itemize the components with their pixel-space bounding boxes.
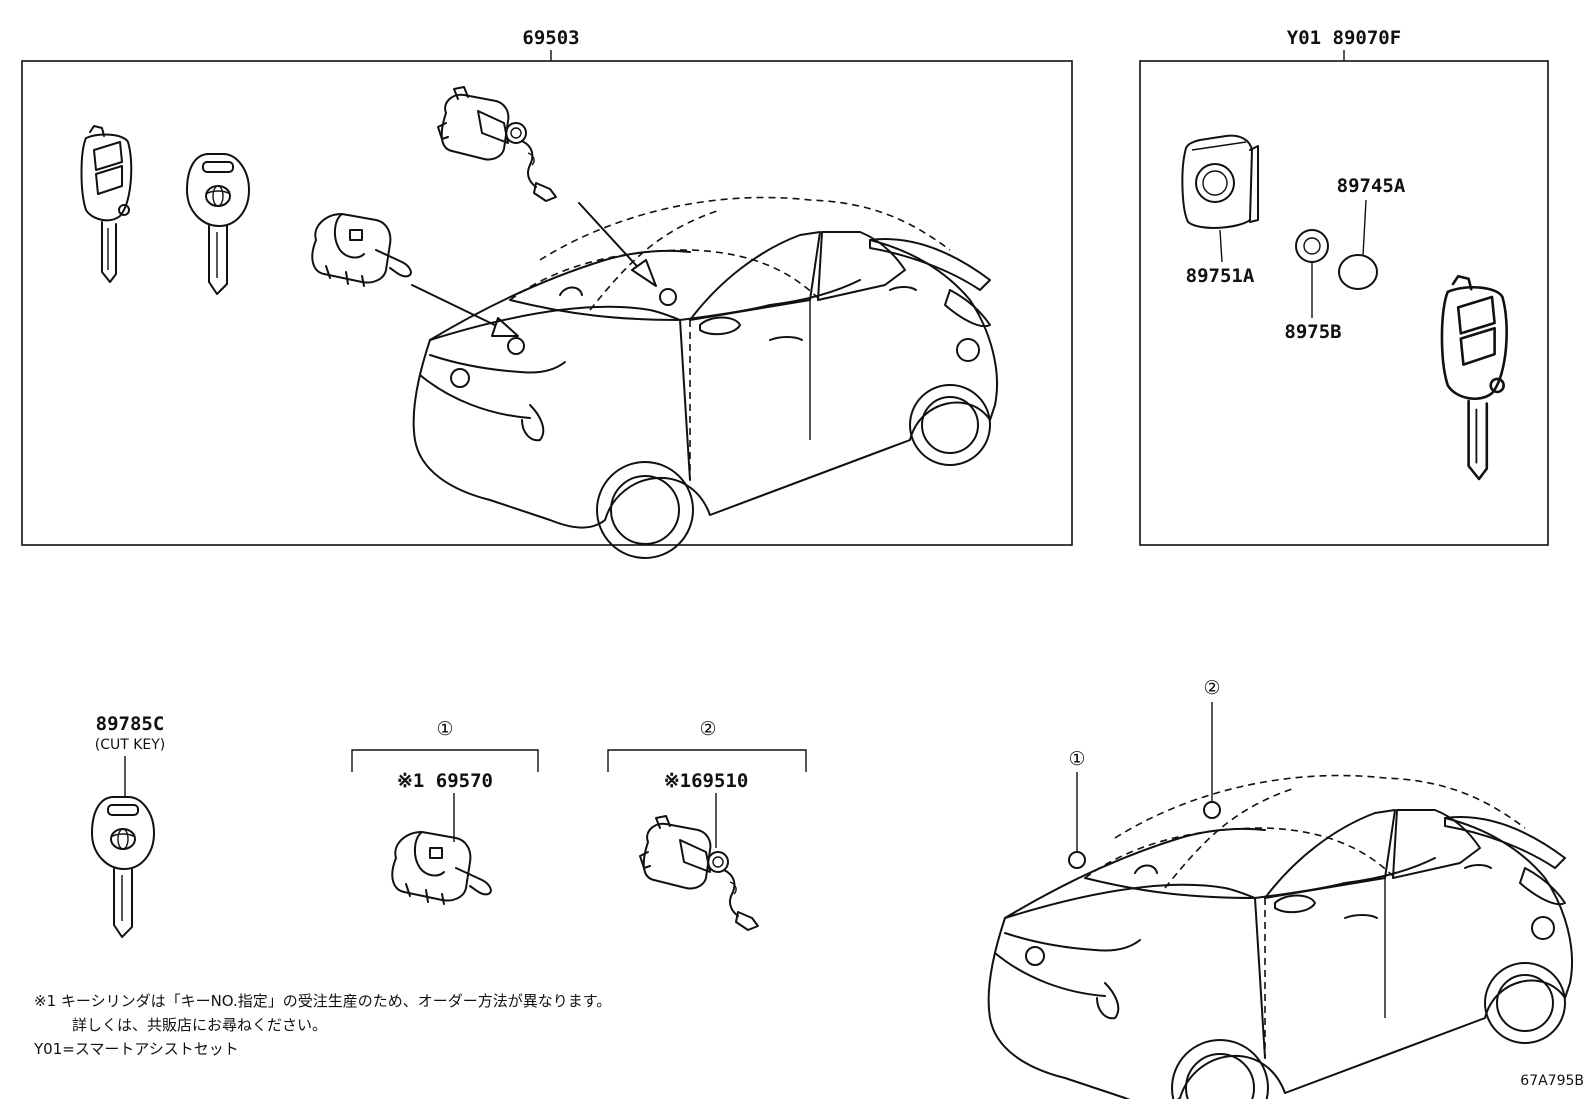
callout-2: ② xyxy=(699,718,716,740)
key-icon xyxy=(186,153,250,295)
part-89751A: 89751A xyxy=(1186,265,1255,287)
leader-line xyxy=(1219,229,1223,263)
callout-1-location: ① xyxy=(1068,748,1085,770)
bracket-1 xyxy=(351,749,539,772)
key-case-icon xyxy=(1181,134,1259,229)
location-marker-icon xyxy=(1068,851,1086,869)
gasket-icon xyxy=(1295,229,1329,263)
part-8975B: 8975B xyxy=(1284,321,1341,343)
group-y01-label: Y01 89070F xyxy=(1287,27,1401,49)
battery-icon xyxy=(1338,254,1378,290)
arrow-icon xyxy=(411,284,519,337)
diagram-code: 67A795B xyxy=(1520,1073,1584,1089)
lock-cylinder-icon xyxy=(311,213,412,287)
part-69510: ※169510 xyxy=(664,770,749,792)
group-69503-label: 69503 xyxy=(522,27,579,49)
footnote-2: 詳しくは、共販店にお尋ねください。 xyxy=(72,1016,328,1034)
group-69503-box xyxy=(21,60,1073,546)
ignition-cylinder-icon xyxy=(437,86,557,202)
part-89745A: 89745A xyxy=(1337,175,1406,197)
remote-key-icon xyxy=(80,125,133,283)
ignition-cylinder-icon xyxy=(639,815,759,931)
location-marker-icon xyxy=(1203,801,1221,819)
car-illustration-icon xyxy=(412,196,999,559)
footnote-1: ※1 キーシリンダは「キーNO.指定」の受注生産のため、オーダー方法が異なります… xyxy=(34,992,612,1010)
lock-cylinder-icon xyxy=(391,831,492,905)
cut-key-icon xyxy=(91,796,155,938)
callout-1: ① xyxy=(436,718,453,740)
group-y01-box xyxy=(1139,60,1549,546)
car-illustration-icon xyxy=(987,774,1574,1099)
cut-key-label: (CUT KEY) xyxy=(95,737,166,753)
smart-key-icon xyxy=(1440,274,1508,481)
part-69570: ※1 69570 xyxy=(397,770,493,792)
location-marker-icon xyxy=(659,288,677,306)
callout-2-location: ② xyxy=(1203,677,1220,699)
leader-line xyxy=(1362,199,1367,257)
part-89785C: 89785C xyxy=(96,713,165,735)
arrow-icon xyxy=(578,202,657,287)
location-marker-icon xyxy=(507,337,525,355)
footnote-3: Y01=スマートアシストセット xyxy=(34,1040,239,1058)
bracket-2 xyxy=(607,749,807,772)
